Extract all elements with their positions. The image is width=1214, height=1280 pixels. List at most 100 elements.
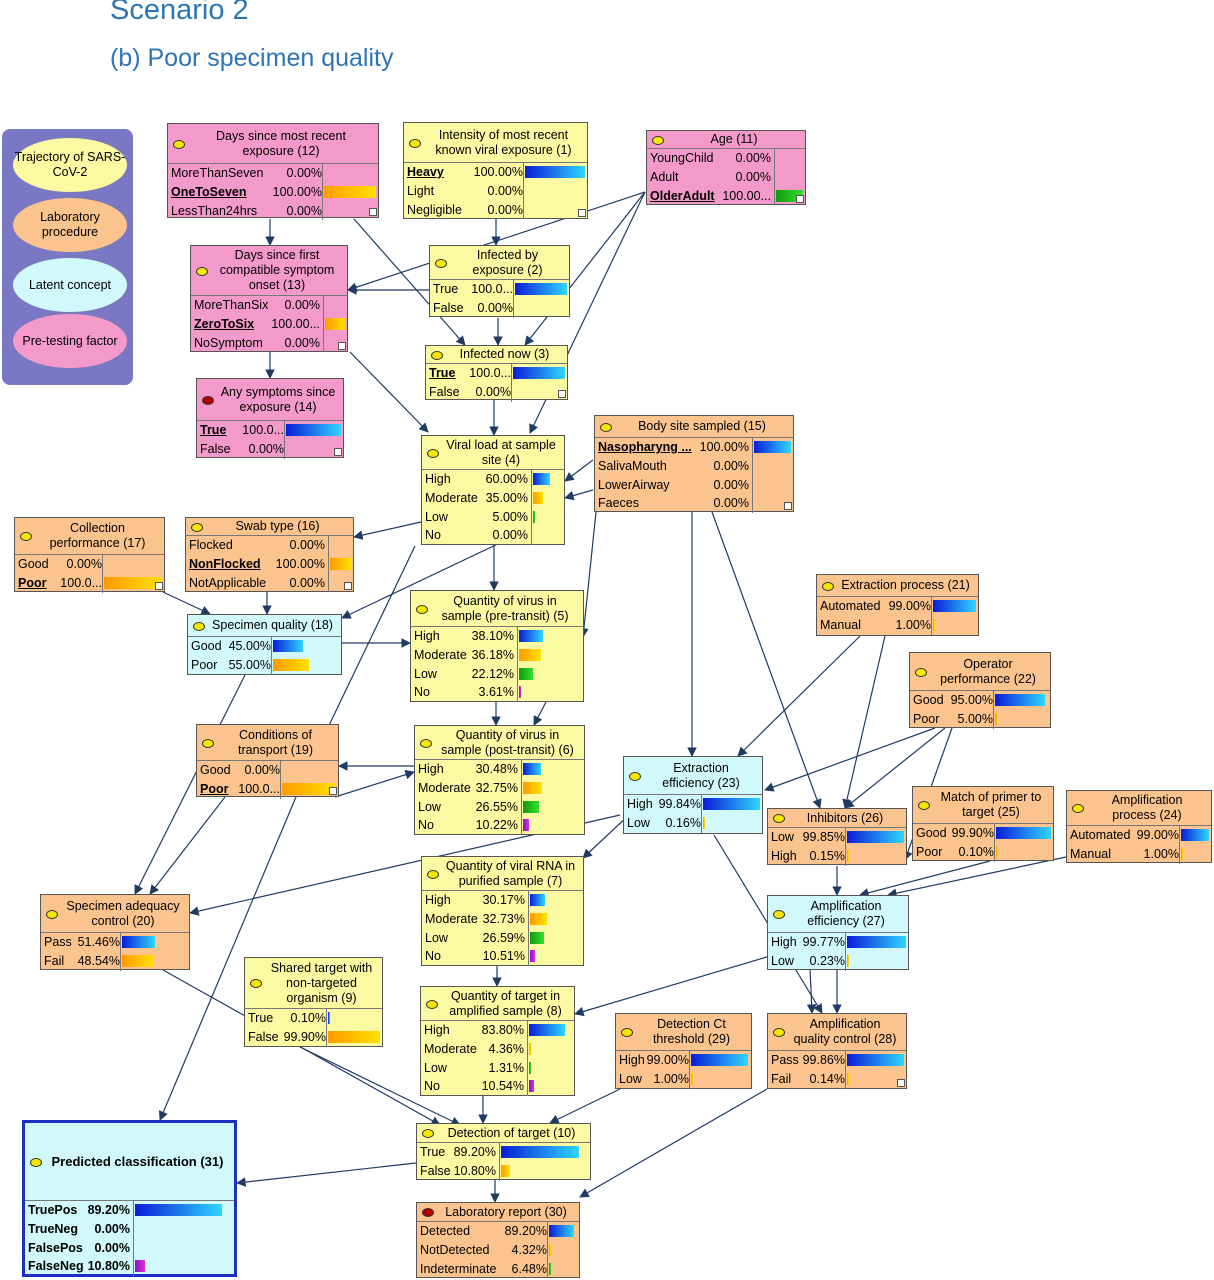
expand-icon[interactable] <box>578 209 586 217</box>
node-n9[interactable]: Shared target with non-targeted organism… <box>244 957 383 1047</box>
expand-icon[interactable] <box>155 582 163 590</box>
node-n7[interactable]: Quantity of viral RNA in purified sample… <box>421 856 584 967</box>
node-n1[interactable]: Intensity of most recent known viral exp… <box>403 122 588 220</box>
node-n15[interactable]: Body site sampled (15)Nasopharyng ...100… <box>594 415 794 514</box>
expand-icon[interactable] <box>344 582 352 590</box>
expand-icon[interactable] <box>784 502 792 510</box>
expand-icon[interactable] <box>796 195 804 203</box>
expand-icon[interactable] <box>329 787 337 795</box>
node-n13[interactable]: Days since first compatible symptom onse… <box>190 245 348 353</box>
state-row[interactable]: Nasopharyng ...100.00% <box>595 438 793 457</box>
node-n6[interactable]: Quantity of virus in sample (post-transi… <box>414 725 585 836</box>
node-n8[interactable]: Quantity of target in amplified sample (… <box>420 986 575 1097</box>
expand-icon[interactable] <box>334 448 342 456</box>
expand-icon[interactable] <box>558 390 566 398</box>
node-n12[interactable]: Days since most recent exposure (12)More… <box>167 123 379 221</box>
